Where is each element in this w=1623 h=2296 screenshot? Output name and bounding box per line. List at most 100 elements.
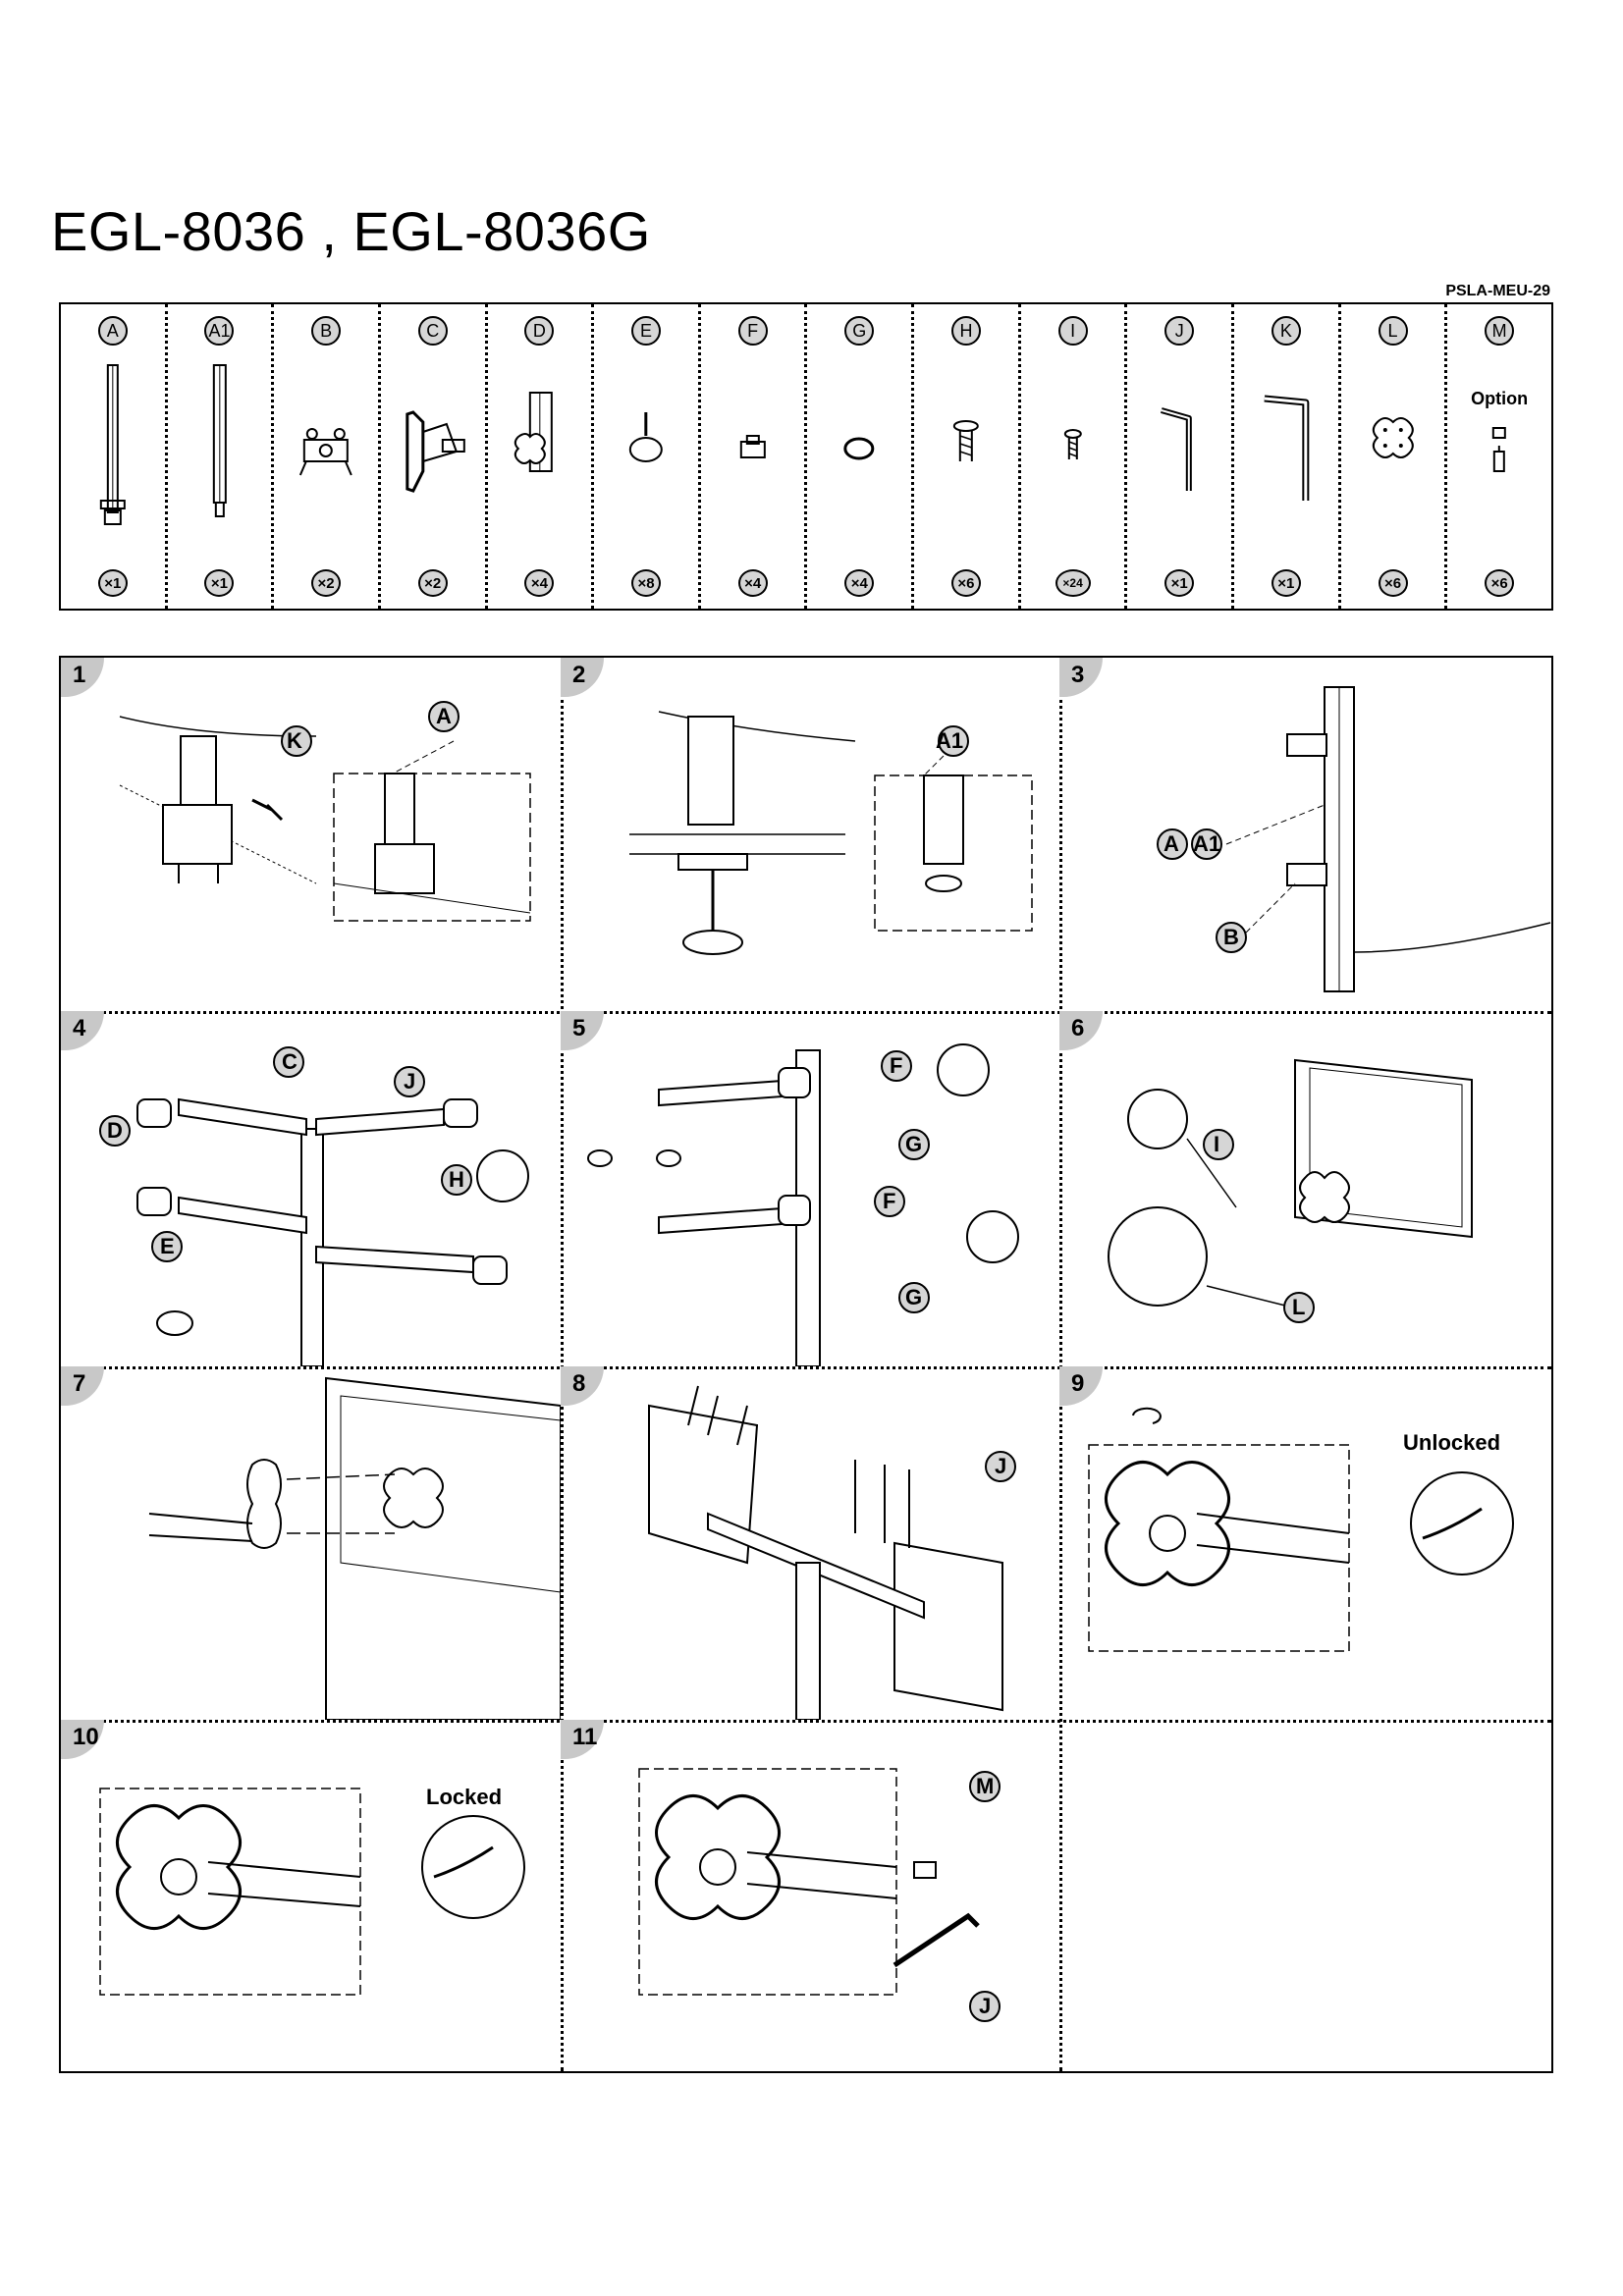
step-4-illustration xyxy=(99,1046,529,1366)
step-6-illustration xyxy=(1108,1058,1473,1323)
part-b: B ×2 xyxy=(274,304,381,609)
callout-f: F xyxy=(890,1053,903,1078)
bolt-icon xyxy=(952,420,979,461)
callout-j: J xyxy=(995,1454,1007,1478)
part-quantity: ×4 xyxy=(524,569,555,597)
part-letter: I xyxy=(1057,316,1088,346)
vesa-bracket-icon xyxy=(514,392,553,472)
pole-short-icon xyxy=(212,364,227,517)
part-letter: H xyxy=(950,316,981,346)
step-8: 8 J xyxy=(561,1366,1059,1720)
step-3: 3 A A1 B xyxy=(1059,658,1555,1011)
part-quantity: ×24 xyxy=(1055,569,1091,597)
part-letter: C xyxy=(417,316,448,346)
step-2: 2 A1 xyxy=(561,658,1059,1011)
part-letter: K xyxy=(1271,316,1301,346)
part-c: C ×2 xyxy=(381,304,488,609)
document-code: PSLA-MEU-29 xyxy=(1445,283,1550,299)
part-letter: M xyxy=(1485,316,1515,346)
screw-icon xyxy=(1063,429,1082,459)
step-9: 9 Unlocked xyxy=(1059,1366,1555,1720)
vesa-plate-icon xyxy=(1372,417,1414,458)
arm-plate-icon xyxy=(406,410,465,493)
callout-e: E xyxy=(160,1234,175,1258)
part-quantity: ×6 xyxy=(950,569,981,597)
step-6: 6 I L xyxy=(1059,1011,1555,1366)
callout-g: G xyxy=(905,1132,923,1156)
part-letter: J xyxy=(1164,316,1195,346)
step-7-illustration xyxy=(148,1376,561,1720)
part-i: I ×24 xyxy=(1021,304,1128,609)
unlocked-caption: Unlocked xyxy=(1403,1430,1501,1455)
grid-divider xyxy=(61,1366,1551,1369)
cable-clip-icon xyxy=(739,435,766,458)
step-9-illustration xyxy=(1088,1407,1514,1652)
step-10: 10 Locked xyxy=(61,1720,561,2075)
part-quantity: ×2 xyxy=(311,569,342,597)
callout-l: L xyxy=(1292,1295,1306,1319)
steps-grid: 1 K A 2 xyxy=(59,656,1553,2073)
callout-b: B xyxy=(1223,925,1239,949)
part-letter: A1 xyxy=(204,316,235,346)
part-g: G ×4 xyxy=(807,304,915,609)
part-letter: E xyxy=(631,316,662,346)
callout-m: M xyxy=(976,1774,995,1798)
part-letter: D xyxy=(524,316,555,346)
thumb-screw-icon xyxy=(629,412,664,462)
part-quantity: ×1 xyxy=(1271,569,1301,597)
grid-divider xyxy=(61,1011,1551,1014)
pole-icon xyxy=(99,364,126,525)
step-2-illustration xyxy=(629,711,1033,955)
part-j: J ×1 xyxy=(1127,304,1235,609)
part-a1: A1 ×1 xyxy=(168,304,275,609)
callout-k: K xyxy=(287,728,302,753)
part-letter: L xyxy=(1378,316,1408,346)
callout-f: F xyxy=(883,1189,896,1213)
option-note: Option xyxy=(1471,389,1529,408)
part-a: A ×1 xyxy=(61,304,168,609)
step-8-illustration xyxy=(648,1385,1016,1720)
step-11-illustration xyxy=(638,1768,1001,2022)
clamp-joint-icon xyxy=(299,428,353,476)
part-quantity: ×4 xyxy=(737,569,768,597)
allen-key-large-icon xyxy=(1264,395,1310,501)
callout-a1: A1 xyxy=(1193,831,1221,856)
step-1-illustration xyxy=(119,701,531,922)
callout-j: J xyxy=(404,1069,416,1094)
callout-a: A xyxy=(1163,831,1179,856)
step-3-illustration xyxy=(1157,686,1551,992)
callout-d: D xyxy=(107,1118,123,1143)
step-number: 3 xyxy=(1059,658,1103,697)
grid-divider xyxy=(61,1720,1551,1723)
spacer-icon xyxy=(1492,427,1507,472)
part-quantity: ×4 xyxy=(844,569,875,597)
callout-c: C xyxy=(282,1049,298,1074)
part-quantity: ×1 xyxy=(204,569,235,597)
part-letter: A xyxy=(97,316,128,346)
cable-ring-icon xyxy=(843,437,875,460)
part-quantity: ×1 xyxy=(1164,569,1195,597)
part-h: H ×6 xyxy=(914,304,1021,609)
part-quantity: ×1 xyxy=(97,569,128,597)
part-l: L ×6 xyxy=(1341,304,1448,609)
part-quantity: ×6 xyxy=(1378,569,1408,597)
step-11: 11 M J xyxy=(561,1720,1059,2075)
part-quantity: ×8 xyxy=(631,569,662,597)
part-k: K ×1 xyxy=(1234,304,1341,609)
part-letter: G xyxy=(844,316,875,346)
part-f: F ×4 xyxy=(701,304,808,609)
callout-h: H xyxy=(449,1167,464,1192)
grid-divider xyxy=(561,658,564,2071)
part-quantity: ×6 xyxy=(1485,569,1515,597)
document-title: EGL-8036 , EGL-8036G xyxy=(51,200,651,262)
parts-table: A ×1 A1 ×1 B ×2 C xyxy=(59,302,1553,611)
part-d: D ×4 xyxy=(488,304,595,609)
part-e: E ×8 xyxy=(594,304,701,609)
callout-a: A xyxy=(436,704,452,728)
part-m: M Option ×6 xyxy=(1447,304,1551,609)
step-4: 4 C J D H E xyxy=(61,1011,561,1366)
callout-j: J xyxy=(979,1994,992,2018)
callout-i: I xyxy=(1214,1132,1220,1156)
step-10-illustration xyxy=(99,1788,525,1996)
step-5: 5 F G F G xyxy=(561,1011,1059,1366)
